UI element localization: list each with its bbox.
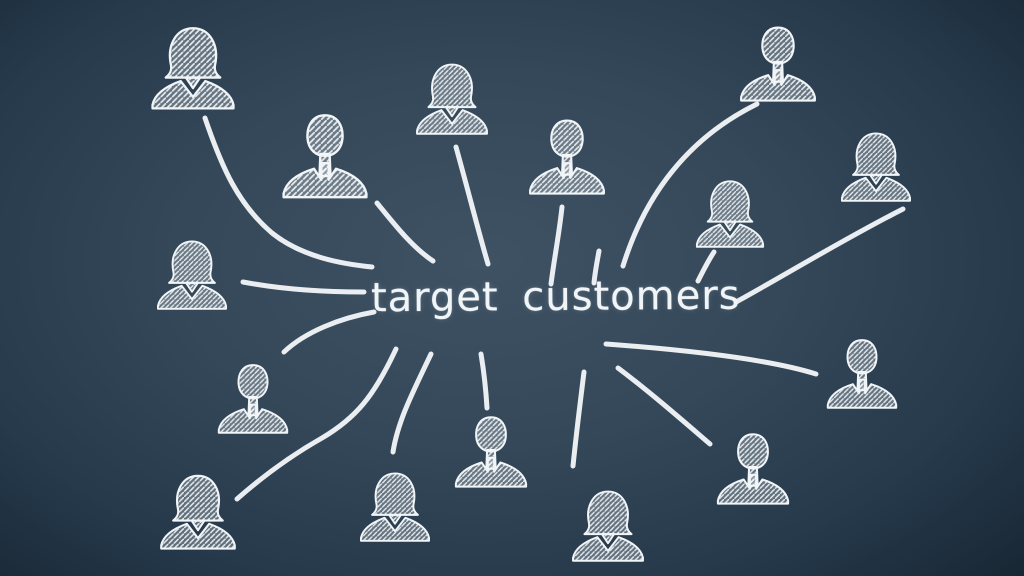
customer-6-woman-figure [695,180,765,248]
connector-lines [202,101,906,502]
customer-15-man-figure [716,433,790,505]
connector-line-customer-15 [615,365,713,447]
connector-line-customer-6 [695,249,717,284]
connector-line-customer-4b [591,248,602,286]
connector-line-customer-4 [548,204,565,287]
connector-line-customer-9 [281,309,377,355]
customer-2-man-figure [282,114,368,199]
customer-11-woman-figure [160,474,236,550]
customer-13-man-figure [454,416,528,488]
connector-line-customer-1 [202,115,375,270]
customer-7-woman-figure [840,132,912,202]
customer-14-woman-figure [572,490,644,562]
customer-10-man-figure [826,339,898,409]
connector-line-customer-8 [240,279,367,295]
connector-line-customer-13 [478,351,490,411]
connector-line-customer-12 [390,351,434,455]
connector-line-customer-7 [733,206,906,305]
customer-1-woman-figure [151,27,235,110]
connector-line-customer-11 [234,346,399,502]
connector-line-customer-2 [374,200,436,264]
connector-line-customer-3 [453,144,491,267]
customer-8-woman-figure [156,240,228,310]
connector-line-customer-14 [570,369,587,469]
customer-3-woman-figure [416,63,488,135]
center-label: target customers [370,272,741,322]
customer-4-man-figure [529,119,605,195]
customer-12-woman-figure [359,472,431,542]
customer-5-man-figure [740,26,816,102]
connector-line-customer-5 [620,101,760,269]
connector-line-customer-10 [603,341,819,377]
customer-9-man-figure [217,364,289,434]
